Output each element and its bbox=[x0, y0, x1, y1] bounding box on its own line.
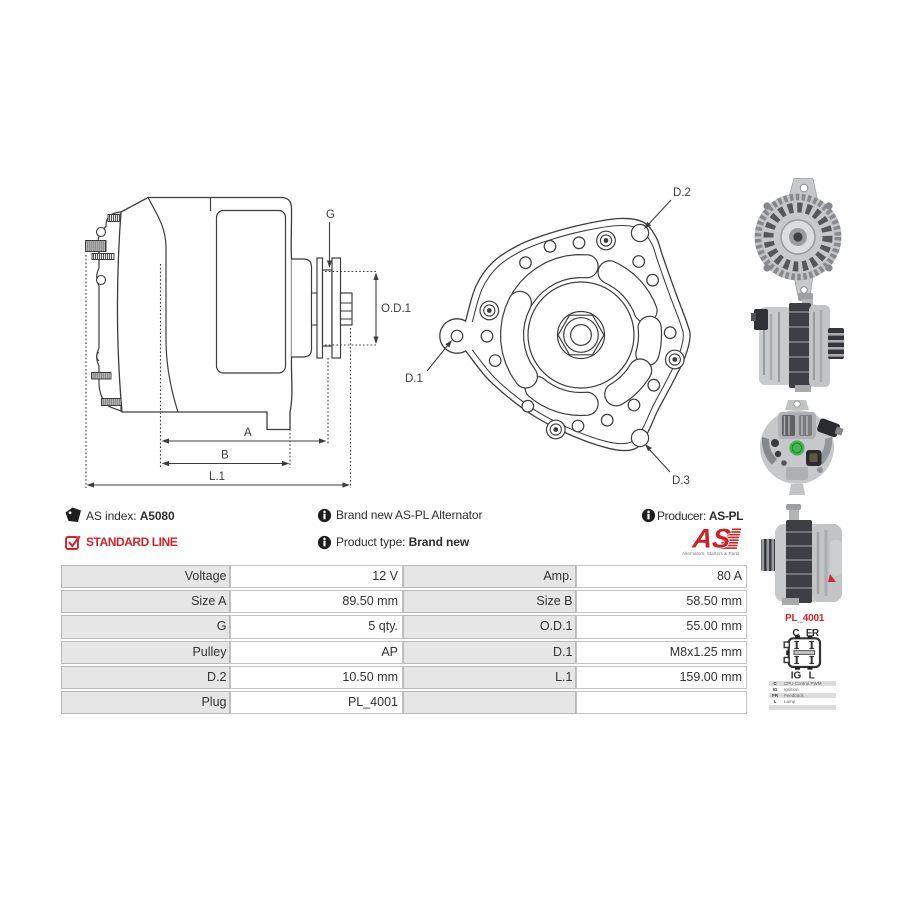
svg-text:FR: FR bbox=[806, 628, 820, 639]
svg-text:D.1: D.1 bbox=[405, 373, 423, 385]
svg-text:AS: AS bbox=[690, 523, 732, 554]
svg-text:L: L bbox=[809, 671, 815, 682]
svg-text:D.3: D.3 bbox=[672, 475, 690, 487]
svg-text:C: C bbox=[792, 628, 799, 639]
svg-text:L.1: L.1 bbox=[209, 471, 225, 483]
svg-text:Alternators, Starters & Parts: Alternators, Starters & Parts bbox=[682, 551, 740, 556]
svg-text:D.2: D.2 bbox=[673, 187, 691, 199]
svg-text:IG: IG bbox=[791, 671, 802, 682]
svg-text:A: A bbox=[244, 427, 252, 439]
svg-text:B: B bbox=[221, 450, 229, 462]
svg-text:G: G bbox=[326, 209, 335, 221]
svg-text:O.D.1: O.D.1 bbox=[381, 303, 411, 315]
